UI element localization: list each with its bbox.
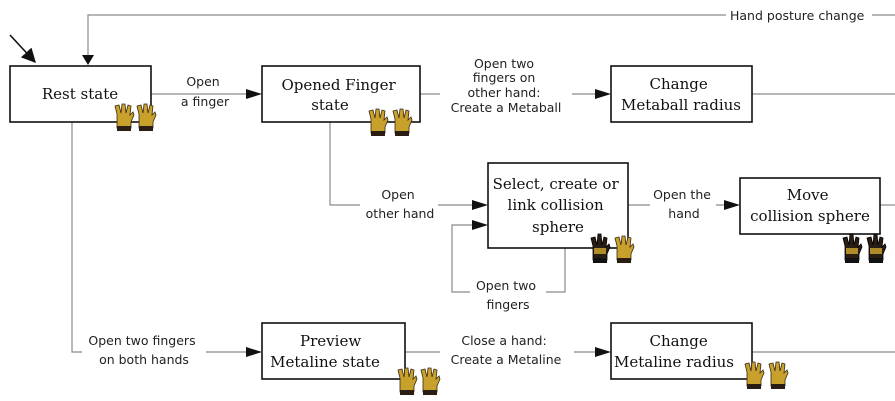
node-change-metaline-label: Change Metaline radius bbox=[614, 332, 734, 371]
gloves-two-fingers-icon bbox=[397, 367, 441, 396]
node-select-collision-sphere bbox=[487, 162, 629, 249]
node-move-collision-sphere bbox=[739, 177, 881, 235]
node-opened-finger-label: Opened Finger state bbox=[282, 76, 401, 114]
label-open-other-hand: Open other hand bbox=[366, 187, 435, 221]
node-change-metaball-radius bbox=[610, 65, 753, 123]
entry-arrow bbox=[9, 34, 36, 64]
gloves-closed-metaline-icon bbox=[744, 361, 789, 390]
label-open-finger: Open a finger bbox=[181, 74, 230, 109]
arrowhead bbox=[82, 55, 94, 65]
node-change-metaline-radius bbox=[610, 322, 753, 380]
node-move-sphere-label: Move collision sphere bbox=[750, 186, 870, 225]
label-create-metaline: Close a hand: Create a Metaline bbox=[451, 333, 562, 367]
edge-open-two-fingers-both bbox=[71, 122, 252, 353]
node-preview-metaline-state bbox=[261, 322, 406, 380]
node-change-metaball-label: Change Metaball radius bbox=[621, 75, 741, 114]
node-select-sphere-label: Select, create or link collision sphere bbox=[493, 175, 624, 236]
gloves-move-icon bbox=[842, 233, 887, 264]
node-rest-state-label: Rest state bbox=[42, 85, 118, 103]
edge-hand-posture-change bbox=[87, 14, 895, 55]
node-preview-metaline-label: Preview Metaline state bbox=[270, 332, 380, 371]
edge-open-two-fingers-loop bbox=[451, 224, 566, 293]
label-create-metaball: Open two fingers on other hand: Create a… bbox=[451, 56, 562, 115]
label-hand-posture-change: Hand posture change bbox=[730, 8, 865, 23]
label-open-two-fingers-both: Open two fingers on both hands bbox=[88, 333, 199, 367]
label-open-two-fingers: Open two fingers bbox=[476, 278, 540, 312]
label-open-the-hand: Open the hand bbox=[653, 187, 715, 221]
